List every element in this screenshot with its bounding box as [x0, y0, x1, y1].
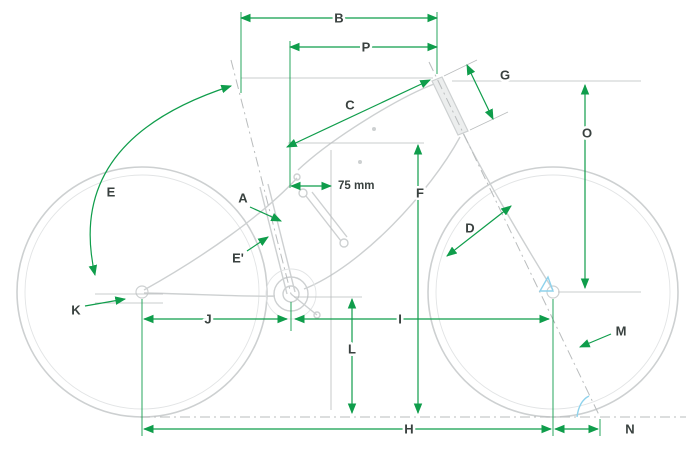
- dimension-seat-offset: 75 mm: [289, 178, 377, 195]
- dimension-p: P: [288, 37, 439, 188]
- seat-tube-right: [267, 183, 296, 293]
- pivot-lower: [339, 238, 349, 248]
- head-angle-arc: [576, 395, 590, 418]
- crank-arm: [290, 293, 318, 316]
- bike-frame: [143, 76, 554, 320]
- pivot-upper: [298, 188, 308, 198]
- label-seat-offset: 75 mm: [338, 180, 374, 192]
- front-hub: [546, 285, 560, 299]
- dimension-e-prime: E': [230, 236, 269, 268]
- m-arrow: [579, 333, 612, 348]
- label-n: N: [625, 422, 634, 437]
- label-i: I: [398, 312, 402, 327]
- dimension-l: L: [346, 297, 359, 415]
- shock-line-2: [311, 191, 348, 238]
- reference-axes: [140, 59, 686, 418]
- d-arrow: [446, 205, 512, 257]
- e-prime-arrow: [246, 236, 269, 252]
- dimension-h: H: [141, 299, 554, 439]
- label-g: G: [500, 68, 510, 83]
- dimension-j: J: [142, 302, 292, 331]
- head-tube-top-guide: [443, 59, 478, 77]
- dimension-e: E: [88, 84, 233, 277]
- rear-hub: [135, 285, 149, 299]
- dimension-g: G: [466, 64, 513, 120]
- dimension-c: C: [286, 79, 431, 148]
- label-c: C: [345, 98, 355, 113]
- dimension-k: K: [69, 296, 127, 320]
- dimension-d: D: [446, 205, 512, 257]
- chain-stay: [143, 292, 276, 297]
- down-tube: [303, 136, 461, 290]
- label-l: L: [348, 342, 356, 357]
- label-e: E: [107, 185, 116, 200]
- c-arrow: [286, 79, 431, 148]
- pivot-seat-cluster: [293, 173, 301, 181]
- angle-highlights: [538, 275, 590, 418]
- dimension-i: I: [293, 309, 551, 329]
- label-e-prime: E': [232, 251, 244, 266]
- shock-line-1: [305, 195, 342, 242]
- head-tube-bottom-guide: [469, 111, 509, 131]
- frame-bolt-1: [372, 127, 376, 131]
- label-j: J: [204, 312, 211, 327]
- dimension-n: N: [553, 419, 637, 439]
- label-a: A: [238, 191, 248, 206]
- label-b: B: [334, 11, 343, 26]
- dimension-b: B: [239, 8, 439, 93]
- dimension-m: M: [579, 321, 629, 348]
- label-p: P: [362, 40, 371, 55]
- top-tube: [297, 83, 435, 171]
- label-d: D: [465, 221, 474, 236]
- fork: [462, 132, 554, 291]
- g-arrow: [466, 64, 494, 120]
- fork-offset-highlight: [538, 275, 554, 292]
- dimension-f: F: [414, 143, 427, 415]
- steering-axis: [428, 61, 601, 418]
- dimension-o: O: [579, 83, 595, 290]
- dimension-a: A: [236, 188, 282, 222]
- a-arrow: [249, 206, 282, 222]
- label-m: M: [616, 324, 627, 339]
- label-h: H: [404, 422, 413, 437]
- frame-bolt-2: [358, 160, 362, 164]
- label-o: O: [582, 126, 592, 141]
- construction-guides: [95, 59, 641, 410]
- label-f: F: [416, 186, 424, 201]
- label-k: K: [71, 303, 81, 318]
- e-arc-arrow: [88, 84, 233, 277]
- seat-tube-axis: [230, 59, 292, 295]
- seat-tube-left: [259, 186, 288, 295]
- k-arrow: [84, 296, 127, 307]
